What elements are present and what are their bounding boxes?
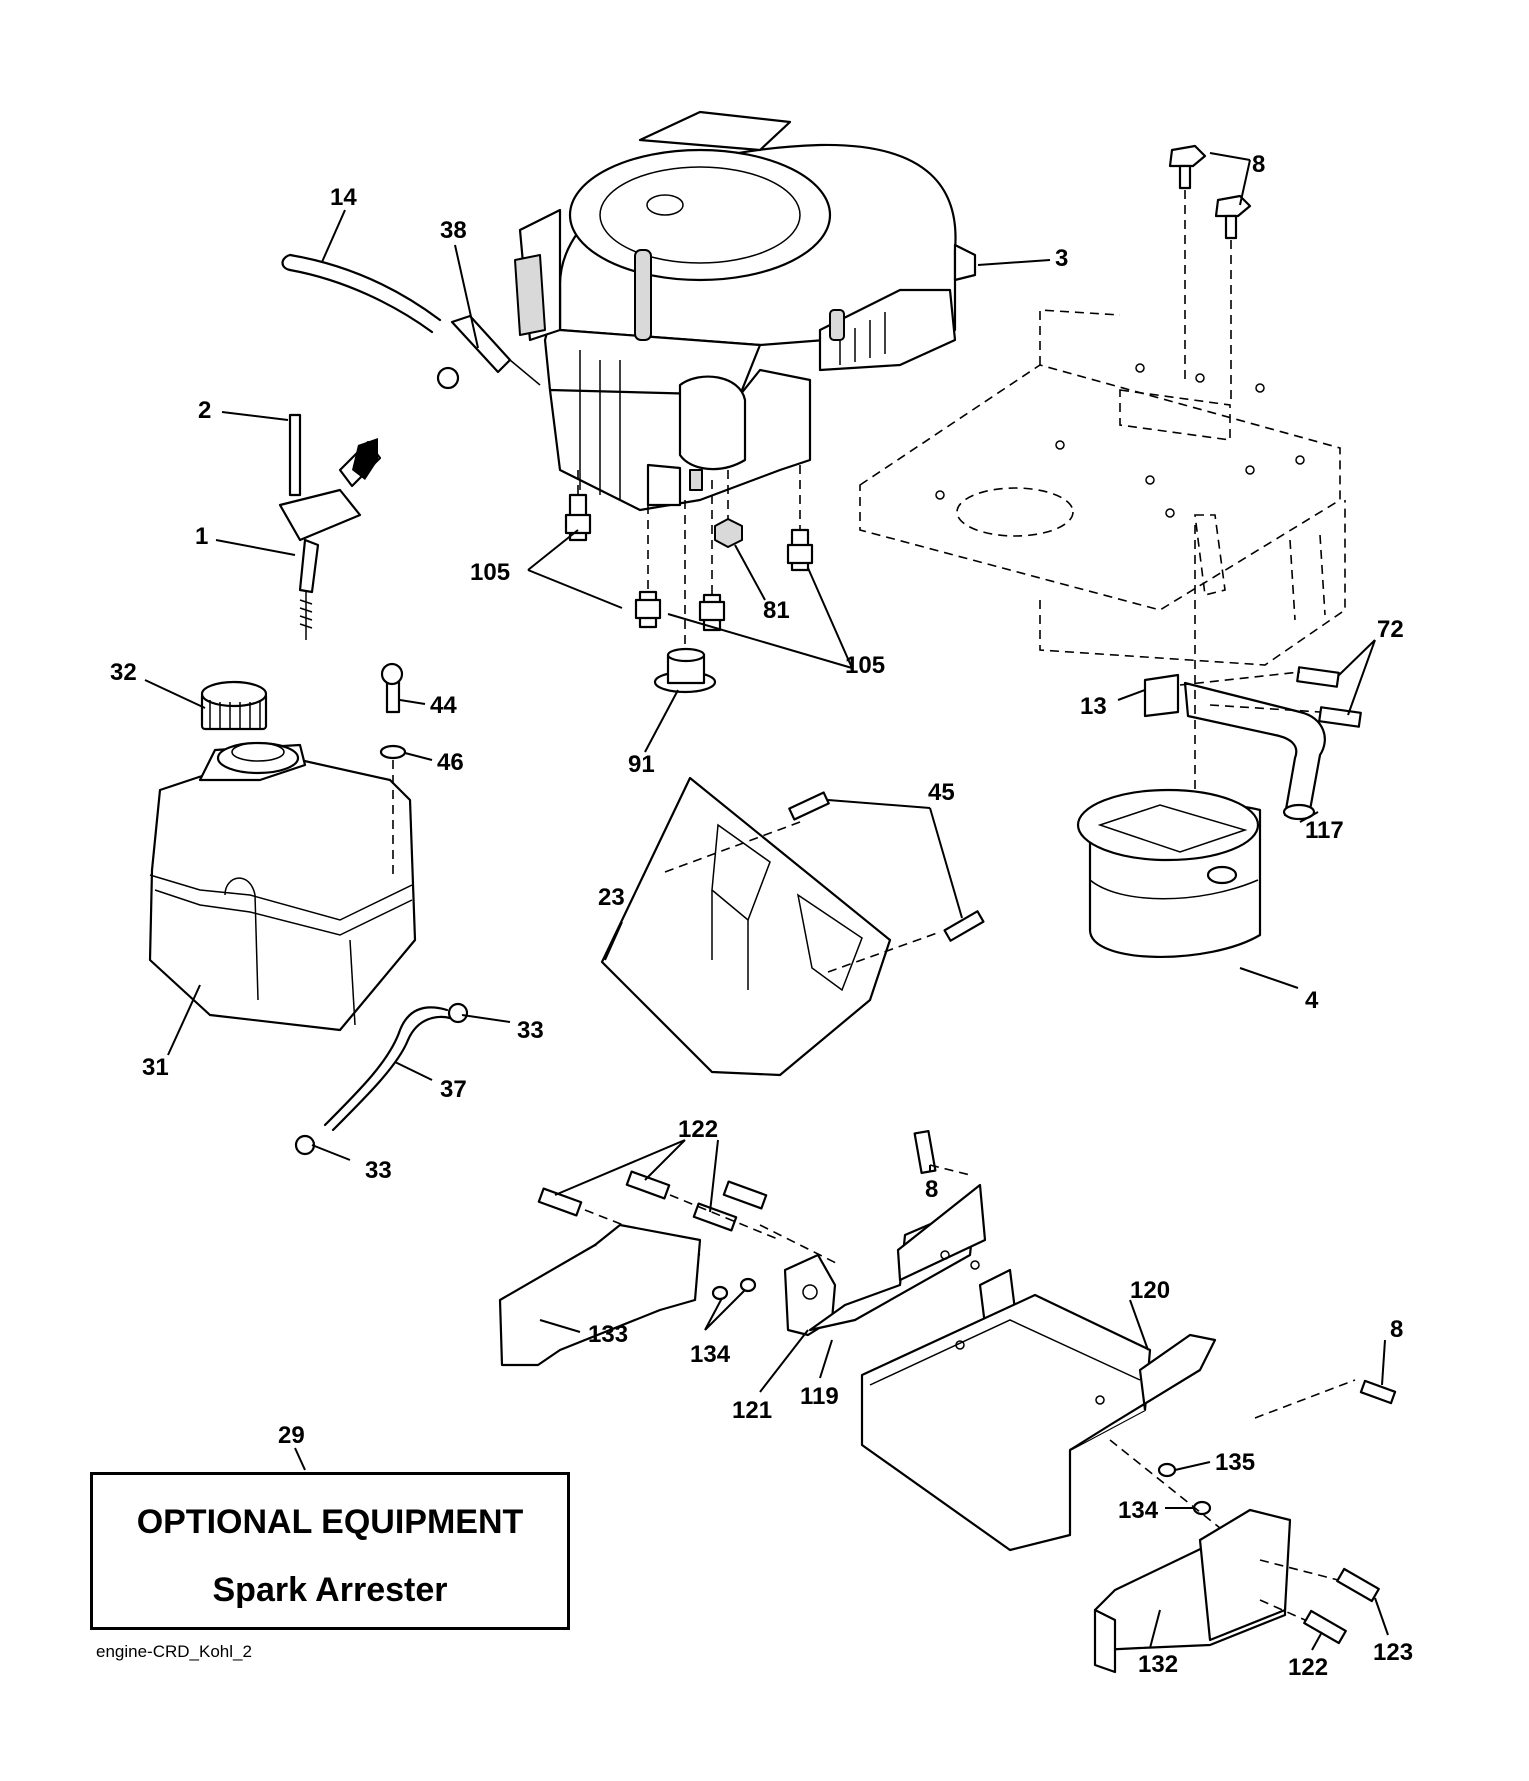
callout-label: 122 xyxy=(1288,1654,1328,1681)
exhaust-pipe xyxy=(1143,525,1362,860)
callout-label: 8 xyxy=(925,1176,938,1203)
callout-label: 119 xyxy=(800,1383,839,1410)
callout-label: 122 xyxy=(678,1116,718,1143)
callout-label: 1 xyxy=(195,523,208,550)
drawing-file-label: engine-CRD_Kohl_2 xyxy=(96,1642,252,1661)
muffler xyxy=(1076,788,1262,958)
callout-label: 29 xyxy=(278,1422,305,1449)
callout-label: 8 xyxy=(1252,151,1265,178)
callout-label: 121 xyxy=(732,1397,772,1424)
leader-lines xyxy=(144,152,1389,1651)
callout-label: 117 xyxy=(1305,817,1344,844)
callout-label: 44 xyxy=(430,692,457,719)
throttle-control xyxy=(278,413,382,640)
mounting-bolts xyxy=(564,465,814,694)
callout-label: 31 xyxy=(142,1054,169,1081)
callout-label: 37 xyxy=(440,1076,467,1103)
callout-label: 14 xyxy=(330,184,357,211)
callout-label: 4 xyxy=(1305,987,1319,1014)
fuel-cap xyxy=(200,680,268,731)
callout-label: 105 xyxy=(845,652,885,679)
callout-labels: 8 3 14 38 2 1 105 81 105 72 32 44 46 13 … xyxy=(110,151,1413,1681)
callout-label: 38 xyxy=(440,217,467,244)
callout-label: 134 xyxy=(690,1341,731,1368)
callout-label: 32 xyxy=(110,659,137,686)
callout-label: 81 xyxy=(763,597,790,624)
heat-shield xyxy=(600,776,985,1077)
tank-fuel-line xyxy=(294,1002,469,1156)
chassis-frame xyxy=(859,309,1346,666)
callout-label: 105 xyxy=(470,559,510,586)
callout-label: 33 xyxy=(365,1157,392,1184)
callout-label: 2 xyxy=(198,397,211,424)
hitch-brackets xyxy=(498,1129,1397,1674)
callout-label: 46 xyxy=(437,749,464,776)
callout-label: 120 xyxy=(1130,1277,1170,1304)
callout-label: 33 xyxy=(517,1017,544,1044)
optional-equipment-subtitle: Spark Arrester xyxy=(212,1571,448,1609)
optional-equipment-title: OPTIONAL EQUIPMENT xyxy=(136,1503,524,1541)
tank-bolt xyxy=(379,662,407,880)
callout-label: 123 xyxy=(1373,1639,1413,1666)
callout-label: 8 xyxy=(1390,1316,1403,1343)
callout-label: 91 xyxy=(628,751,655,778)
callout-label: 72 xyxy=(1377,616,1404,643)
chassis-bolts xyxy=(1168,144,1252,400)
callout-label: 134 xyxy=(1118,1497,1159,1524)
fuel-line xyxy=(281,253,541,390)
callout-label: 45 xyxy=(928,779,955,806)
callout-label: 23 xyxy=(598,884,625,911)
optional-equipment-box: OPTIONAL EQUIPMENT Spark Arrester xyxy=(90,1472,570,1630)
fuel-tank xyxy=(148,741,417,1032)
callout-label: 135 xyxy=(1215,1449,1255,1476)
callout-label: 3 xyxy=(1055,245,1068,272)
engine-part xyxy=(514,110,977,512)
callout-label: 132 xyxy=(1138,1651,1178,1678)
callout-label: 13 xyxy=(1080,693,1107,720)
callout-label: 133 xyxy=(588,1321,628,1348)
